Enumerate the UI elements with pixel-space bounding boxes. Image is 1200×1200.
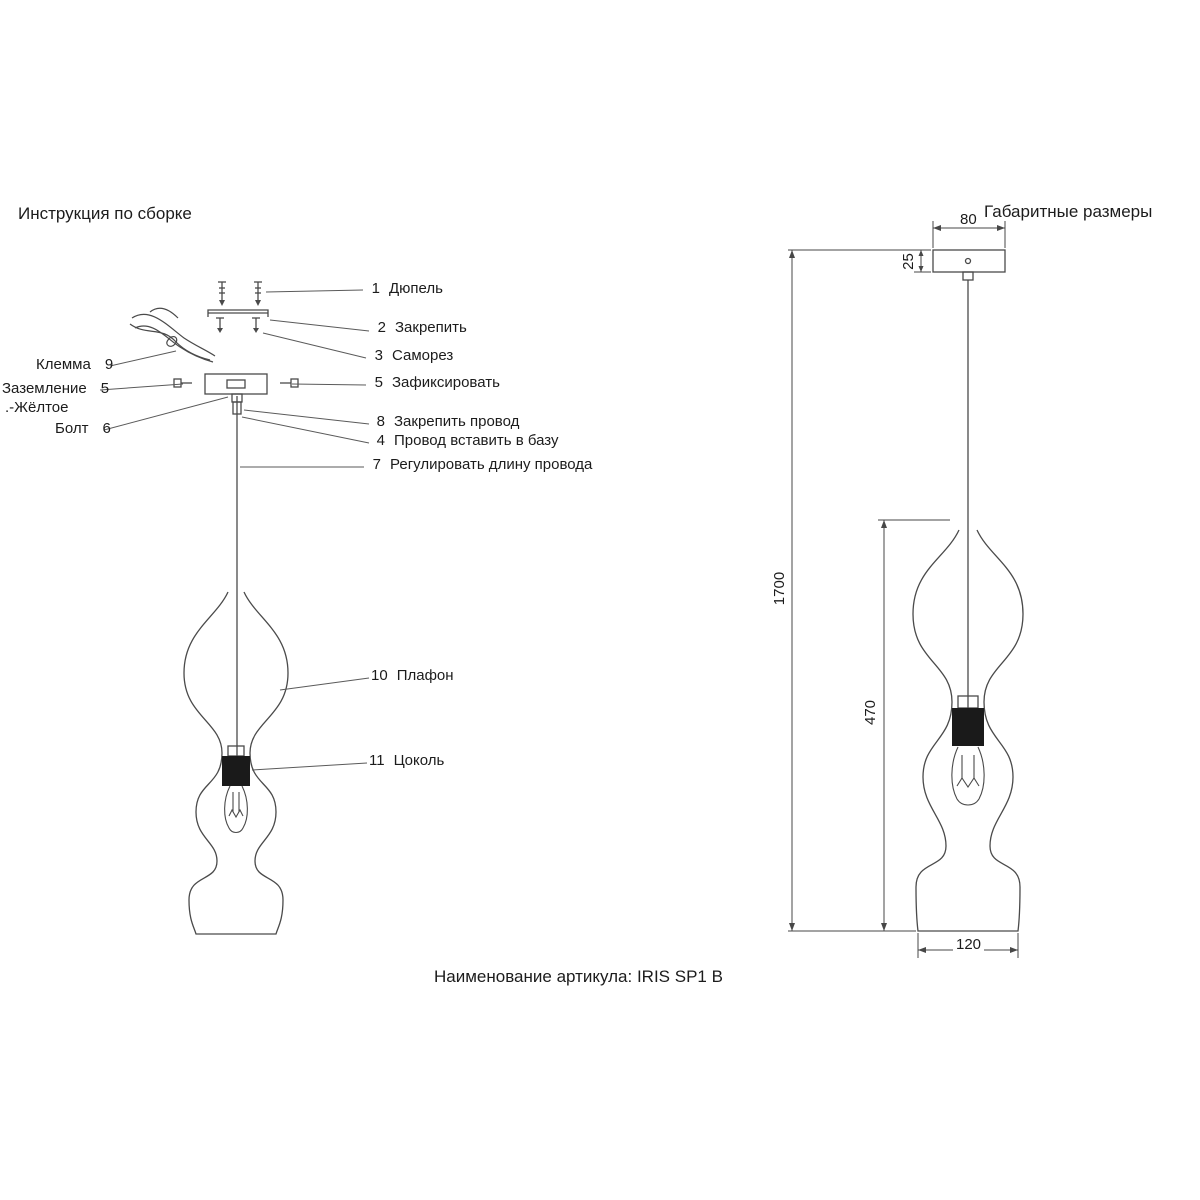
- callout-number: 7: [372, 456, 381, 473]
- callout-terminal: Клемма 9: [36, 356, 113, 373]
- socket-left: [222, 745, 250, 786]
- canopy-right: [932, 249, 1006, 281]
- dowel-anchors: [218, 281, 262, 306]
- callout-label: Зафиксировать: [392, 374, 500, 391]
- callout-label: Клемма: [36, 356, 91, 373]
- callout-number: 5: [374, 374, 383, 391]
- shade-right: [912, 529, 1024, 932]
- callout-number: 8: [376, 413, 385, 430]
- callout-label: Саморез: [392, 347, 454, 364]
- callout-secure-wire: 8 Закрепить провод: [371, 413, 520, 430]
- callout-label: Регулировать длину провода: [390, 456, 593, 473]
- callout-shade: 10 Плафон: [371, 667, 454, 684]
- dim-canopy-width: 80: [960, 211, 977, 228]
- dim-shade-height: 470: [862, 699, 880, 726]
- callout-fasten: 2 Закрепить: [372, 319, 467, 336]
- callout-label: Плафон: [396, 667, 454, 684]
- callout-label: Закрепить: [395, 319, 467, 336]
- callout-number: 10: [371, 667, 388, 684]
- callout-label: Дюпель: [389, 280, 443, 297]
- callout-label: Заземление: [2, 380, 87, 397]
- callout-screw: 3 Саморез: [369, 347, 454, 364]
- callout-adjust-length: 7 Регулировать длину провода: [367, 456, 593, 473]
- callout-number: 4: [376, 432, 385, 449]
- dim-shade-width: 120: [953, 936, 985, 953]
- right-panel-title: Габаритные размеры: [984, 202, 1153, 221]
- callout-number: 9: [104, 356, 114, 373]
- left-panel-title: Инструкция по сборке: [18, 204, 192, 223]
- supply-wires: [129, 307, 216, 363]
- right-dimension-drawing: [912, 249, 1024, 932]
- callout-number: 5: [100, 380, 110, 397]
- callout-number: 6: [102, 420, 111, 437]
- callout-number: 3: [374, 347, 383, 364]
- callout-label: .-Жёлтое: [5, 399, 69, 416]
- callout-dowel: 1 Дюпель: [366, 280, 443, 297]
- dim-overall-height: 1700: [771, 571, 789, 606]
- callout-label: Закрепить провод: [394, 413, 520, 430]
- canopy-left: [173, 373, 299, 415]
- left-assembly-drawing: [129, 281, 299, 935]
- callout-label: Провод вставить в базу: [394, 432, 559, 449]
- callout-label: Болт: [55, 420, 89, 437]
- callout-yellow-wire: .-Жёлтое: [5, 399, 69, 416]
- bulb-left: [224, 785, 248, 834]
- callout-insert-wire: 4 Провод вставить в базу: [371, 432, 559, 449]
- dimension-lines: [788, 221, 1019, 958]
- callout-number: 2: [377, 319, 386, 336]
- socket-right: [952, 695, 984, 746]
- shade-left: [183, 591, 289, 935]
- callout-leader-lines: [99, 289, 370, 771]
- dim-canopy-height: 25: [899, 253, 917, 270]
- callout-fix: 5 Зафиксировать: [369, 374, 500, 391]
- callout-number: 11: [369, 752, 385, 769]
- mounting-bracket: [207, 309, 269, 333]
- callout-ground: Заземление 5: [2, 380, 109, 397]
- callout-number: 1: [371, 280, 380, 297]
- callout-bolt: Болт 6: [55, 420, 111, 437]
- callout-socket: 11 Цоколь: [369, 752, 444, 769]
- bulb-right: [951, 746, 985, 806]
- callout-label: Цоколь: [393, 752, 445, 769]
- article-caption: Наименование артикула: IRIS SP1 B: [434, 967, 723, 986]
